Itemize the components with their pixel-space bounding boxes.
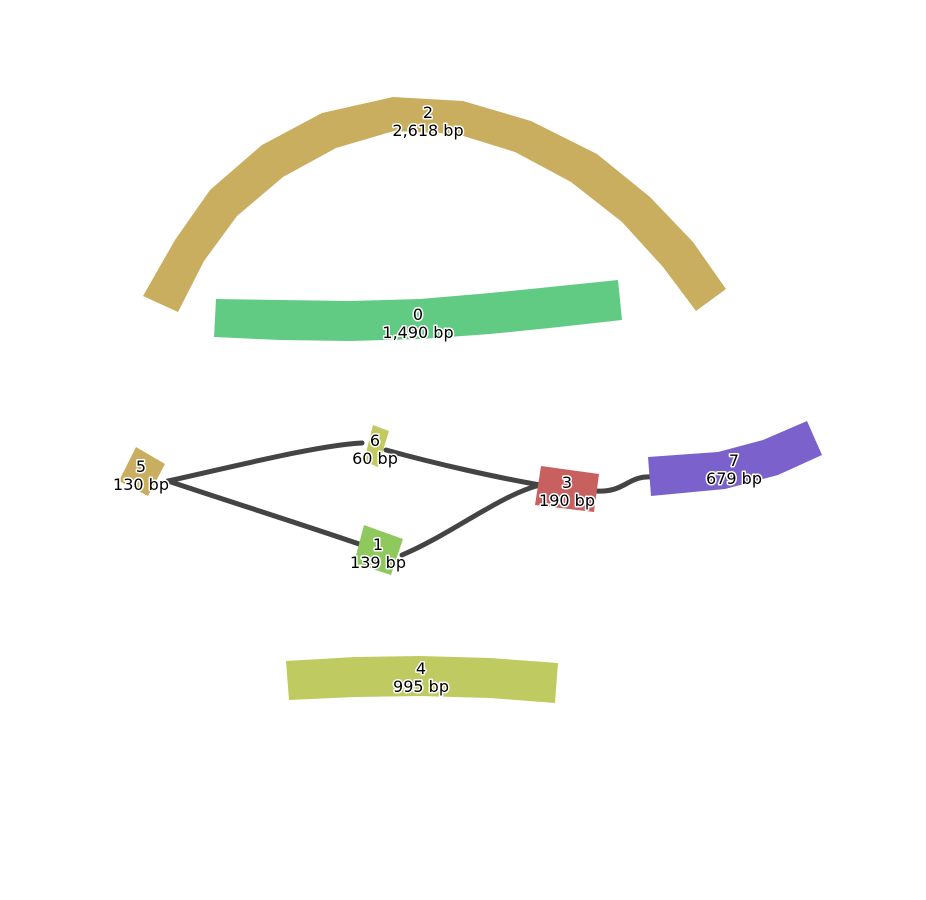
node-4-number: 4 — [416, 659, 426, 678]
node-5-segment[interactable] — [119, 447, 165, 496]
node-3-segment[interactable] — [535, 466, 599, 512]
labels: 2 2,618 bp 0 1,490 bp 5 130 bp 6 60 bp 1… — [112, 102, 764, 698]
node-7-number: 7 — [729, 451, 739, 470]
node-0-segment[interactable] — [214, 280, 622, 341]
node-3-number: 3 — [562, 473, 572, 492]
edge-5-1[interactable] — [165, 478, 365, 548]
node-7-segment[interactable] — [648, 421, 822, 496]
node-2-segment[interactable] — [143, 97, 726, 312]
edge-6-3[interactable] — [383, 447, 543, 488]
node-0-length: 1,490 bp — [382, 323, 453, 342]
node-4-length: 995 bp — [393, 677, 449, 696]
node-1-length: 139 bp — [350, 553, 406, 572]
nodes — [119, 97, 822, 703]
node-0-number: 0 — [413, 305, 423, 324]
node-5-length: 130 bp — [113, 475, 169, 494]
node-3-length: 190 bp — [539, 491, 595, 510]
edge-5-6[interactable] — [165, 440, 365, 484]
edges — [165, 440, 655, 558]
node-6-number: 6 — [370, 431, 380, 450]
node-6-segment[interactable] — [364, 425, 389, 467]
node-5-number: 5 — [136, 457, 146, 476]
node-7-length: 679 bp — [706, 469, 762, 488]
node-2-length: 2,618 bp — [392, 121, 463, 140]
node-1-number: 1 — [373, 535, 383, 554]
node-1-segment[interactable] — [354, 525, 403, 575]
edge-1-3[interactable] — [399, 482, 543, 558]
node-2-number: 2 — [423, 103, 433, 122]
node-4-segment[interactable] — [286, 656, 558, 703]
edge-3-7[interactable] — [593, 474, 655, 494]
node-6-length: 60 bp — [352, 449, 398, 468]
